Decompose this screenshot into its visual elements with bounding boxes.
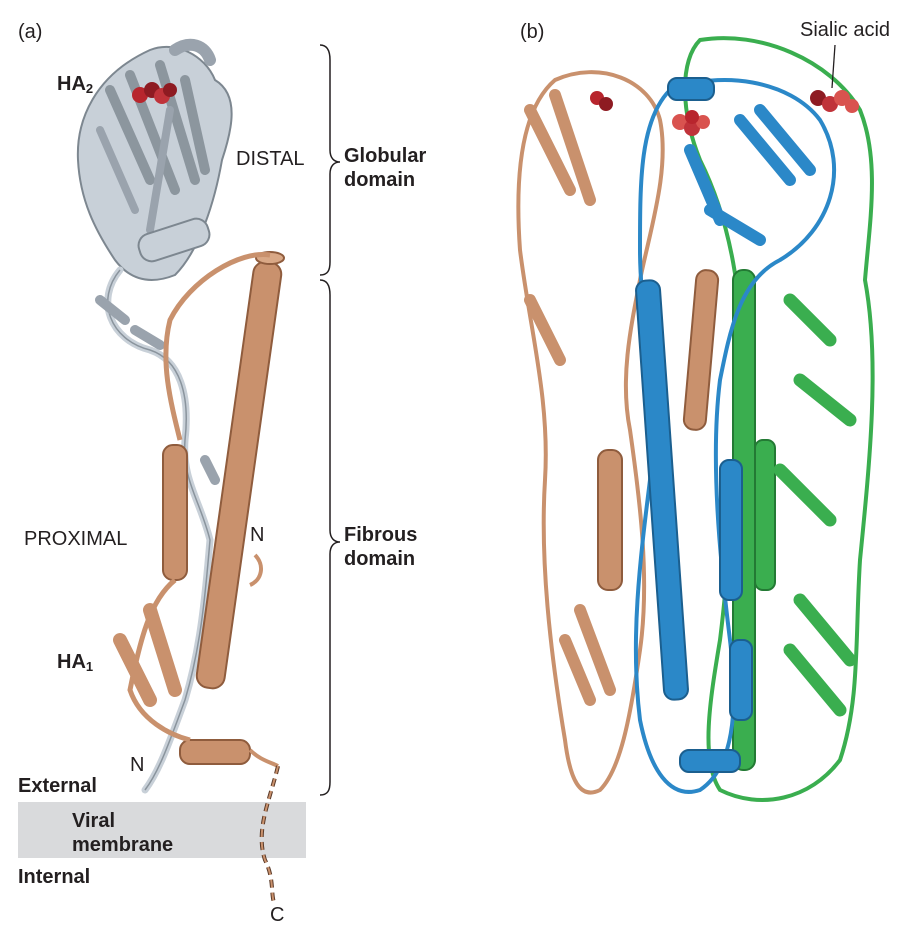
c-terminus-label: C <box>270 904 285 926</box>
panel-a-tag: (a) <box>18 21 43 43</box>
ha1-label: HA1 <box>57 651 94 674</box>
panel-b-tag: (b) <box>520 21 545 43</box>
globular-domain-label-line2: domain <box>344 169 416 191</box>
sialic-acid-label: Sialic acid <box>800 19 891 41</box>
fibrous-domain-brace <box>319 279 341 796</box>
proximal-label: PROXIMAL <box>24 528 128 550</box>
globular-domain-label-line1: Globular <box>344 145 427 167</box>
viral-membrane-label-line1: Viral <box>72 810 115 832</box>
trimer-green-monomer <box>683 36 875 802</box>
viral-membrane-label-line2: membrane <box>72 834 174 856</box>
globular-domain-brace <box>319 44 341 276</box>
trimer-blue-monomer <box>633 77 836 794</box>
sialic-acid-leader <box>831 44 836 89</box>
viral-membrane-band <box>18 802 306 858</box>
fibrous-domain-label-line2: domain <box>344 548 416 570</box>
ha1-structure <box>113 251 285 768</box>
trimer-copper-monomer <box>516 70 720 795</box>
ha2-label: HA2 <box>57 73 94 96</box>
n-terminus-upper-label: N <box>250 524 265 546</box>
internal-label: Internal <box>18 866 91 888</box>
ha2-globular-structure <box>76 38 233 794</box>
external-label: External <box>18 775 97 797</box>
n-terminus-lower-label: N <box>130 754 145 776</box>
sialic-acid-cluster-a <box>132 82 177 104</box>
distal-label: DISTAL <box>236 148 305 170</box>
sialic-acid-cluster-b <box>590 90 859 136</box>
fibrous-domain-label-line1: Fibrous <box>344 524 418 546</box>
